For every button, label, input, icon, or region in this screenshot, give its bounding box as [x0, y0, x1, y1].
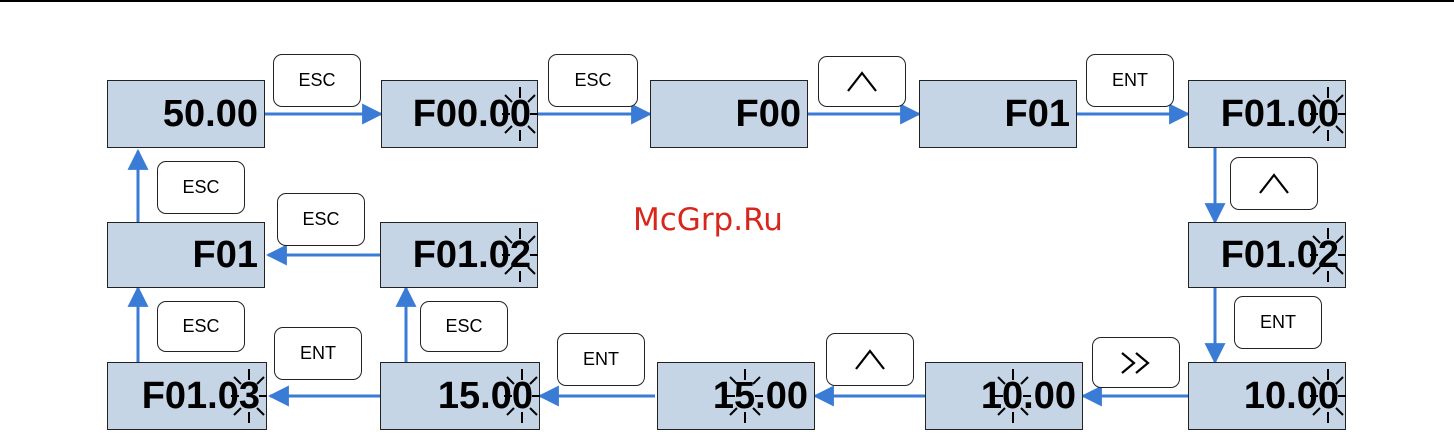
- up-key[interactable]: [826, 333, 914, 386]
- key-label: ESC: [298, 70, 335, 91]
- display-value: F01: [193, 234, 258, 277]
- watermark-text: McGrp.Ru: [633, 202, 783, 238]
- blinking-digit: 0: [512, 375, 533, 418]
- esc-key[interactable]: ESC: [548, 54, 638, 107]
- blinking-digit: 0: [1002, 375, 1023, 418]
- blinking-digit: 0: [1318, 93, 1339, 136]
- display-value: F01.0: [1221, 234, 1318, 277]
- display-d13: F01: [107, 222, 265, 288]
- key-label: ENT: [1112, 70, 1148, 91]
- blinking-digit-value: 5: [734, 375, 755, 417]
- display-value: F01.0: [1221, 93, 1318, 136]
- blinking-digit: 3: [239, 375, 260, 418]
- display-value: F00: [736, 93, 801, 136]
- up-chevron-icon: [848, 345, 892, 375]
- key-label: ESC: [302, 209, 339, 230]
- ent-key[interactable]: ENT: [1086, 54, 1174, 107]
- esc-key[interactable]: ESC: [157, 161, 245, 214]
- display-value: 10.0: [1244, 375, 1318, 418]
- display-value: F01.0: [413, 234, 510, 277]
- key-label: ENT: [583, 349, 619, 370]
- up-key[interactable]: [1230, 157, 1318, 210]
- blinking-digit: 2: [1318, 234, 1339, 277]
- blinking-digit-value: 0: [512, 375, 533, 417]
- blinking-digit-value: 0: [1318, 375, 1339, 417]
- display-value: F01.0: [142, 375, 239, 418]
- display-value-tail: .00: [1023, 375, 1076, 418]
- key-label: ESC: [574, 70, 611, 91]
- key-label: ESC: [182, 316, 219, 337]
- key-label: ENT: [1260, 312, 1296, 333]
- up-key[interactable]: [818, 56, 906, 107]
- double-chevron-right-icon: [1114, 348, 1158, 378]
- blinking-digit: 0: [1318, 375, 1339, 418]
- display-value: 15.0: [438, 375, 512, 418]
- esc-key[interactable]: ESC: [277, 193, 365, 246]
- display-value-tail: .00: [755, 375, 808, 418]
- esc-key[interactable]: ESC: [420, 301, 508, 352]
- blinking-digit: 0: [510, 93, 531, 136]
- up-chevron-icon: [840, 67, 884, 97]
- display-value: 1: [981, 375, 1002, 418]
- up-chevron-icon: [1252, 169, 1296, 199]
- blinking-digit-value: 2: [510, 234, 531, 276]
- blinking-digit: 2: [510, 234, 531, 277]
- blinking-digit-value: 0: [1318, 93, 1339, 135]
- blinking-digit-value: 0: [510, 93, 531, 135]
- esc-key[interactable]: ESC: [157, 301, 245, 352]
- shift-key[interactable]: [1092, 337, 1180, 388]
- ent-key[interactable]: ENT: [557, 333, 645, 386]
- display-d3: F00: [650, 80, 808, 148]
- display-d4: F01: [919, 80, 1077, 148]
- esc-key[interactable]: ESC: [273, 54, 361, 107]
- display-value: F01: [1005, 93, 1070, 136]
- blinking-digit-value: 3: [239, 375, 260, 417]
- display-value: 1: [713, 375, 734, 418]
- display-d1: 50.00: [107, 80, 265, 148]
- blinking-digit: 5: [734, 375, 755, 418]
- key-label: ESC: [445, 316, 482, 337]
- blinking-digit-value: 0: [1002, 375, 1023, 417]
- display-value: 50.00: [163, 93, 258, 136]
- display-value: F00.0: [413, 93, 510, 136]
- key-label: ESC: [182, 177, 219, 198]
- ent-key[interactable]: ENT: [274, 327, 362, 380]
- key-label: ENT: [300, 343, 336, 364]
- ent-key[interactable]: ENT: [1234, 296, 1322, 349]
- blinking-digit-value: 2: [1318, 234, 1339, 276]
